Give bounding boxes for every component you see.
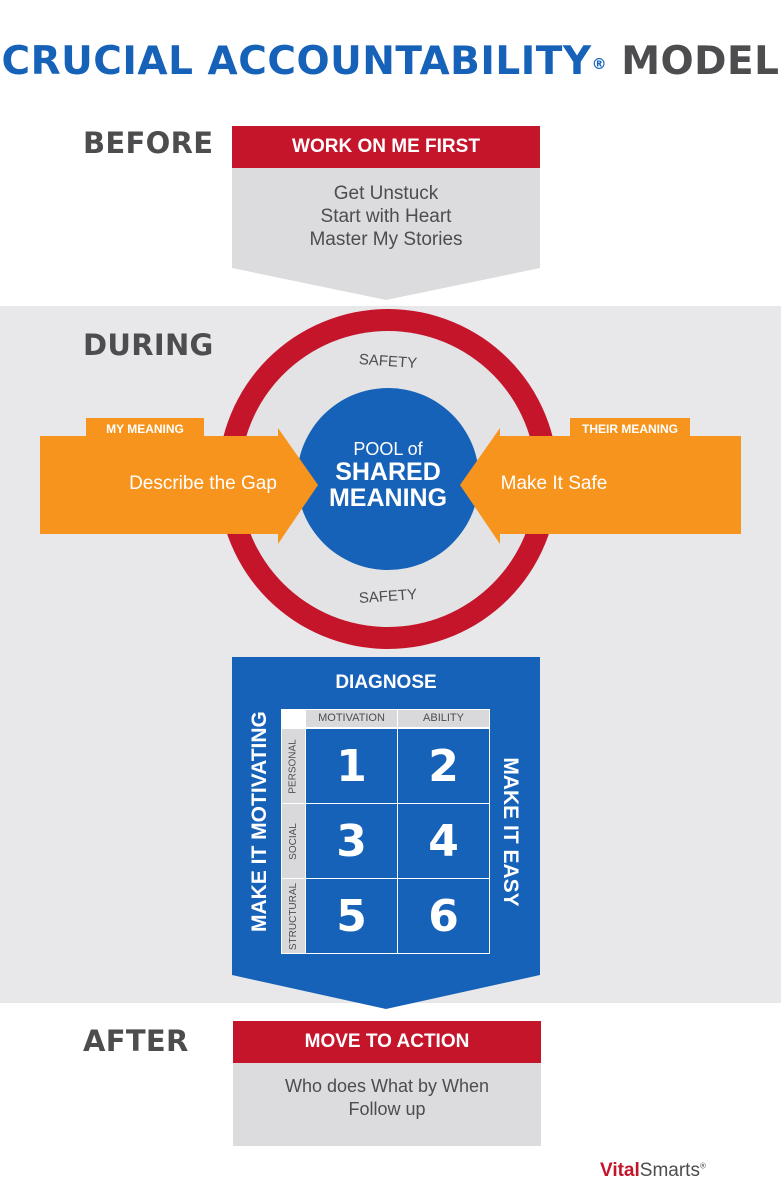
before-label: BEFORE [83,126,214,160]
column-header-ability: ABILITY [398,710,489,727]
before-chevron [232,168,540,300]
safety-circle [218,309,558,649]
cell-2: 2 [398,729,489,803]
after-box [233,1063,541,1146]
after-label: AFTER [83,1024,189,1058]
before-item: Start with Heart [320,206,452,227]
cell-4: 4 [398,804,489,878]
describe-gap-text: Describe the Gap [129,473,277,494]
row-header-personal: PERSONAL [282,729,305,803]
cell-3: 3 [306,804,397,878]
vitalsmarts-logo: VitalSmarts® [600,1160,706,1182]
make-it-easy-label: MAKE IT EASY [499,757,522,907]
their-meaning-tab: THEIR MEANING [570,418,690,440]
pool-of-shared-meaning: POOL of SHARED MEANING [300,438,476,512]
right-orange-arrow [460,428,741,544]
pool-line2: SHARED [335,458,441,486]
row-header-social: SOCIAL [282,804,305,878]
cell-6: 6 [398,879,489,953]
left-orange-arrow [40,428,318,544]
cell-5: 5 [306,879,397,953]
logo-vital: Vital [600,1160,640,1181]
after-items: Who does What by When Follow up [233,1075,541,1121]
make-it-motivating-label: MAKE IT MOTIVATING [248,711,271,932]
cell-1: 1 [306,729,397,803]
page-title: CRUCIAL ACCOUNTABILITY® MODEL [0,38,781,86]
column-header-motivation: MOTIVATION [306,710,397,727]
my-meaning-tab: MY MEANING [86,418,204,440]
title-part1: CRUCIAL ACCOUNTABILITY [1,39,592,84]
during-label: DURING [83,328,214,362]
before-header: WORK ON ME FIRST [232,126,540,168]
before-items: Get Unstuck Start with Heart Master My S… [232,182,540,251]
after-header: MOVE TO ACTION [233,1021,541,1063]
title-part2: MODEL [621,39,780,84]
pool-line3: MEANING [328,484,448,512]
after-item: Follow up [348,1099,426,1119]
before-item: Get Unstuck [333,183,439,204]
after-item: Who does What by When [284,1076,490,1096]
make-it-safe-text: Make It Safe [500,473,608,494]
pool-line1: POOL of [353,439,423,459]
title-registered-mark: ® [591,55,608,73]
row-header-structural: STRUCTURAL [282,879,305,953]
before-item: Master My Stories [309,229,463,250]
logo-registered-mark: ® [699,1161,706,1171]
logo-smarts: Smarts [639,1160,700,1181]
diagnose-title: DIAGNOSE [335,672,437,693]
